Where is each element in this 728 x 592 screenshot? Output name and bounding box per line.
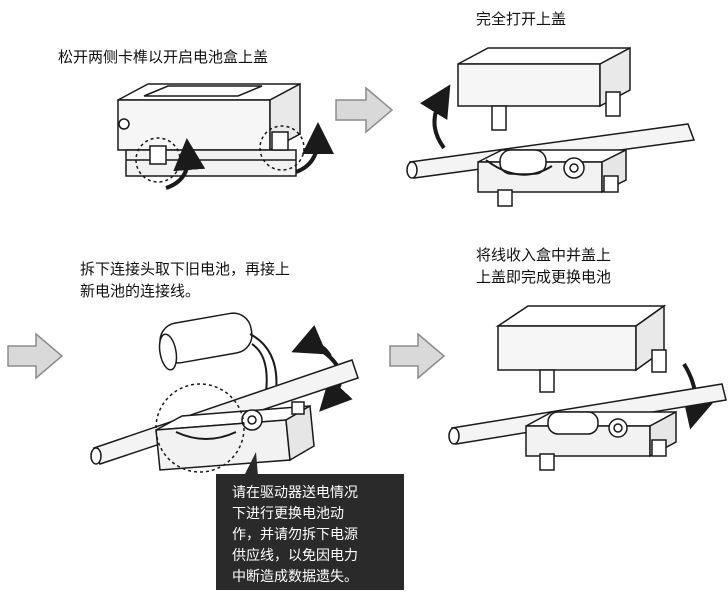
step4-caption: 将线收入盒中并盖上 上盖即完成更换电池 bbox=[476, 246, 612, 286]
step-arrow-3 bbox=[389, 332, 446, 380]
lid-open-arrow bbox=[419, 84, 451, 150]
step1-closed-battery-box bbox=[117, 82, 301, 177]
step-arrow-1 bbox=[335, 86, 394, 134]
release-arrow-right bbox=[295, 122, 334, 174]
step-arrow-2 bbox=[7, 332, 64, 380]
warning-note: 请在驱动器送电情况 下进行更换电池动 作，并请勿拆下电源 供应线，以免因电力 中… bbox=[216, 474, 404, 590]
connector-highlight bbox=[155, 383, 245, 473]
step2-caption: 完全打开上盖 bbox=[476, 10, 567, 28]
step4-cable-and-base bbox=[448, 383, 727, 471]
step1-caption: 松开两侧卡榫以开启电池盒上盖 bbox=[58, 48, 269, 66]
step2-lifted-lid bbox=[457, 46, 631, 131]
cable-rotate-arrow-top bbox=[291, 324, 332, 358]
step3-caption: 拆下连接头取下旧电池，再接上 新电池的连接线。 bbox=[80, 260, 291, 300]
step4-lid bbox=[495, 304, 667, 393]
step2-cable-and-base bbox=[406, 123, 696, 207]
step3-cable-and-base bbox=[90, 359, 359, 471]
release-arrow-left bbox=[165, 138, 206, 190]
warning-pointer bbox=[244, 452, 258, 476]
step3-new-battery bbox=[158, 312, 278, 393]
